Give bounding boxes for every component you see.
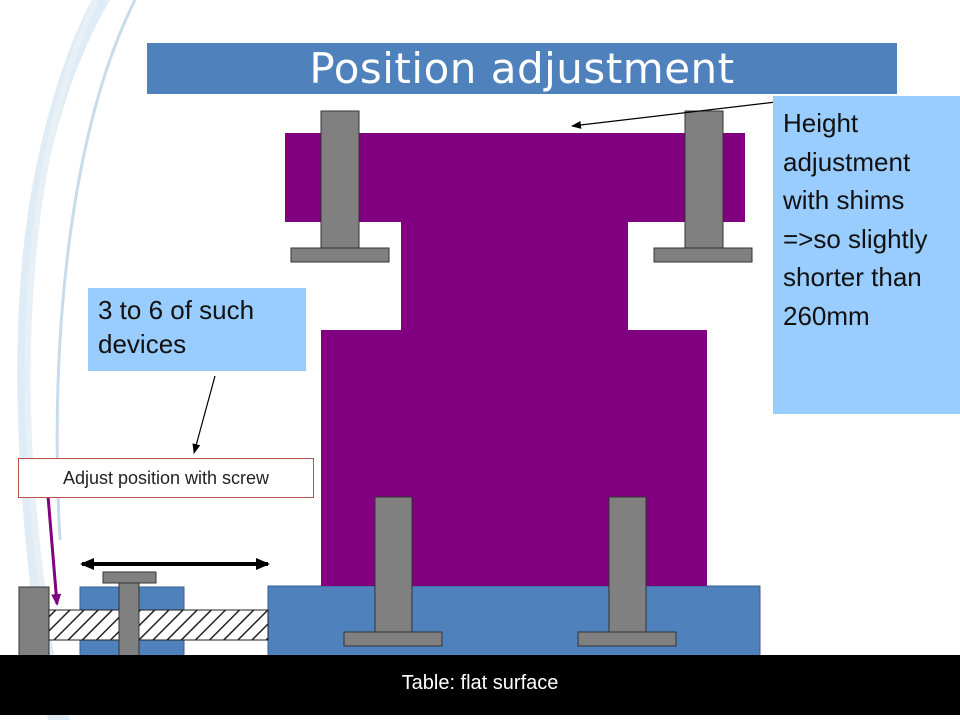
height-adjustment-callout: Height adjustment with shims =>so slight…: [773, 96, 960, 414]
device-count-callout: 3 to 6 of such devices: [88, 288, 306, 371]
bottom-right-bolt: [608, 496, 647, 634]
top-left-bolt: [320, 110, 360, 249]
table-surface: Table: flat surface: [0, 655, 960, 715]
top-right-foot: [653, 247, 753, 263]
bottom-left-bolt: [374, 496, 413, 634]
pointer-arrow-icon: [46, 495, 62, 606]
adjuster-cap: [102, 571, 157, 584]
base-block: [267, 585, 761, 657]
bottom-left-foot: [343, 631, 443, 647]
bottom-right-foot: [577, 631, 677, 647]
hatched-screw-icon: [48, 609, 269, 641]
end-stop-post: [18, 586, 50, 658]
top-left-foot: [290, 247, 390, 263]
module-body: [285, 133, 745, 586]
pointer-arrow-icon: [571, 101, 777, 129]
screw-adjust-label: Adjust position with screw: [18, 458, 314, 498]
pointer-arrow-icon: [192, 375, 216, 454]
slide-title: Position adjustment: [147, 43, 897, 94]
top-right-bolt: [684, 110, 724, 249]
